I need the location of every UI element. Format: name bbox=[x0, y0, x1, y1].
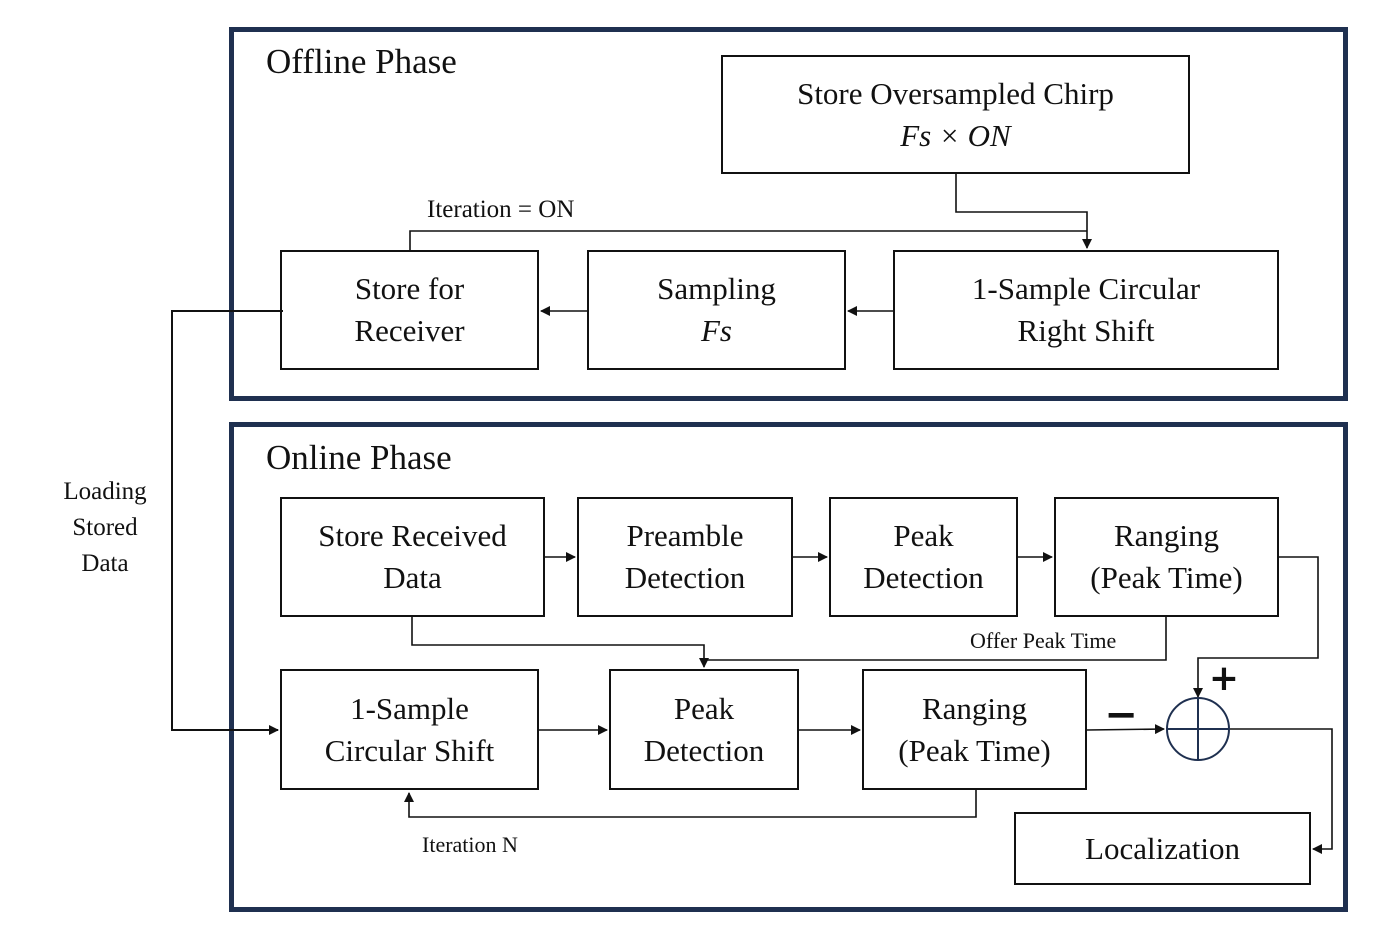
shift-label-1: 1-Sample Circular bbox=[971, 271, 1201, 306]
offline-phase-frame bbox=[229, 27, 1348, 401]
minus-sign: − bbox=[1104, 692, 1138, 738]
ranging1-to-summer-arrow bbox=[1193, 556, 1319, 698]
store-oversampled-chirp-box: Store Oversampled Chirp Fs × ON bbox=[721, 55, 1190, 174]
online-phase-title: Online Phase bbox=[266, 438, 452, 477]
offer-peak-time-line bbox=[704, 617, 1167, 661]
preamble-detection-box: Preamble Detection bbox=[577, 497, 793, 617]
received-label-2: Data bbox=[383, 560, 442, 595]
offline-phase-title: Offline Phase bbox=[266, 42, 457, 81]
peak1-label-2: Detection bbox=[863, 560, 984, 595]
peak2-label-1: Peak bbox=[673, 690, 735, 726]
preamble-label-1: Preamble bbox=[626, 518, 744, 553]
loading-label-3: Data bbox=[81, 550, 129, 577]
peak-detection-box-2: Peak Detection bbox=[609, 669, 799, 790]
localization-box: Localization bbox=[1014, 812, 1311, 885]
peak2-label-2: Detection bbox=[643, 732, 765, 768]
circular-right-shift-box: 1-Sample Circular Right Shift bbox=[893, 250, 1279, 370]
ranging2-label-1: Ranging bbox=[921, 690, 1028, 726]
loading-label-1: Loading bbox=[63, 478, 147, 505]
plus-sign: + bbox=[1209, 658, 1239, 699]
ranging1-label-1: Ranging bbox=[1113, 518, 1220, 553]
peak1-label-1: Peak bbox=[893, 518, 954, 553]
store-for-receiver-box: Store for Receiver bbox=[280, 250, 539, 370]
store-received-data-box: Store Received Data bbox=[280, 497, 545, 617]
online-iteration-loop bbox=[404, 790, 977, 818]
offline-iteration-label: Iteration = ON bbox=[427, 196, 575, 223]
loading-stored-data-label: Loading Stored Data bbox=[40, 474, 170, 582]
preamble-label-2: Detection bbox=[624, 560, 746, 595]
ranging1-label-2: (Peak Time) bbox=[1090, 560, 1243, 595]
loading-label-2: Stored bbox=[72, 514, 138, 541]
ranging2-label-2: (Peak Time) bbox=[898, 732, 1051, 768]
store-label-2: Receiver bbox=[354, 313, 465, 348]
cshift-label-1: 1-Sample bbox=[350, 690, 469, 726]
shift-label-2: Right Shift bbox=[1017, 313, 1155, 348]
loading-stored-data-path bbox=[171, 310, 283, 735]
offline-iteration-loop bbox=[409, 230, 1087, 250]
summer-to-localization-arrow bbox=[1230, 728, 1333, 854]
online-phase-frame bbox=[229, 422, 1348, 912]
received-label-1: Store Received bbox=[318, 518, 507, 553]
sampling-rate: Fs bbox=[701, 313, 732, 348]
localization-label: Localization bbox=[1085, 830, 1240, 866]
peak-detection-box-1: Peak Detection bbox=[829, 497, 1018, 617]
sampling-box: Sampling Fs bbox=[587, 250, 846, 370]
cshift-label-2: Circular Shift bbox=[324, 732, 495, 768]
ranging-box-1: Ranging (Peak Time) bbox=[1054, 497, 1279, 617]
circular-shift-box: 1-Sample Circular Shift bbox=[280, 669, 539, 790]
ranging2-to-summer-arrow bbox=[1086, 724, 1165, 735]
chirp-rate-formula: Fs × ON bbox=[900, 117, 1011, 153]
summing-junction-icon bbox=[1166, 697, 1230, 761]
offer-peak-time-label: Offer Peak Time bbox=[970, 628, 1117, 653]
ranging-box-2: Ranging (Peak Time) bbox=[862, 669, 1087, 790]
received-to-peak2-arrow bbox=[411, 617, 709, 668]
online-iteration-label: Iteration N bbox=[422, 832, 518, 857]
chirp-label: Store Oversampled Chirp bbox=[797, 75, 1114, 111]
chirp-to-shift-arrow bbox=[955, 174, 1092, 249]
store-label-1: Store for bbox=[354, 271, 465, 306]
sampling-label: Sampling bbox=[657, 271, 776, 306]
